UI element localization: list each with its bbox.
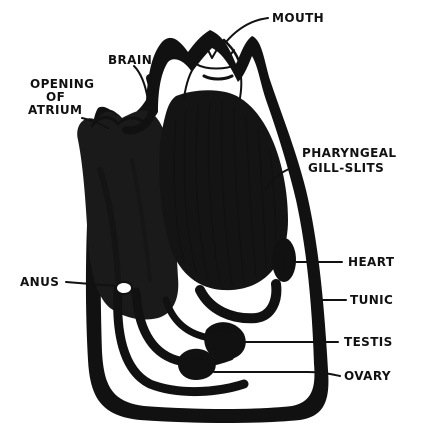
label-opening-line2: OF [46, 90, 65, 104]
label-anus: ANUS [20, 275, 59, 289]
label-opening-line1: OPENING [30, 77, 94, 91]
label-opening-line3: ATRIUM [28, 103, 82, 117]
leader-brain [134, 66, 148, 100]
label-tunic: TUNIC [350, 293, 393, 307]
heart [272, 238, 296, 282]
label-heart: HEART [348, 255, 395, 269]
label-mouth: MOUTH [272, 11, 324, 25]
anus [116, 282, 132, 294]
label-ovary: OVARY [344, 369, 391, 383]
label-pharyngeal-line1: PHARYNGEAL [302, 146, 396, 160]
label-pharyngeal-line2: GILL-SLITS [308, 161, 384, 175]
label-brain: BRAIN [108, 53, 152, 67]
label-testis: TESTIS [344, 335, 393, 349]
leader-mouth [226, 18, 268, 42]
